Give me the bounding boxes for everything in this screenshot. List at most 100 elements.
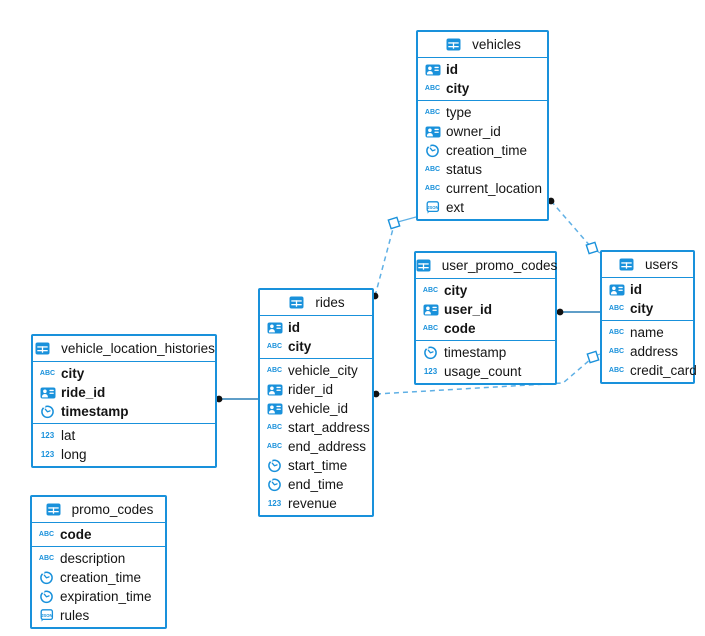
column-name: code <box>60 527 92 542</box>
column-row-city: ABC city <box>602 299 693 318</box>
clock-icon <box>38 404 57 419</box>
table-name: user_promo_codes <box>441 258 558 273</box>
relationship-line <box>374 224 395 297</box>
text-type-icon: ABC <box>265 367 284 374</box>
relationship-rides-users <box>372 350 601 398</box>
column-name: vehicle_id <box>288 401 349 416</box>
text-type-icon: ABC <box>421 325 440 332</box>
column-name: timestamp <box>61 404 129 419</box>
column-row-vehicle_id: vehicle_id <box>260 399 372 418</box>
column-row-description: ABC description <box>32 549 165 568</box>
table-name: promo_codes <box>71 502 154 517</box>
clock-icon <box>37 570 56 585</box>
column-name: description <box>60 551 126 566</box>
column-name: start_time <box>288 458 348 473</box>
column-row-expiration_time: expiration_time <box>32 587 165 606</box>
column-row-ride_id: ride_id <box>33 383 215 402</box>
text-type-icon: ABC <box>265 424 284 431</box>
column-row-city: ABC city <box>33 364 215 383</box>
column-row-timestamp: timestamp <box>416 343 555 362</box>
table-header-promo_codes[interactable]: promo_codes <box>32 497 165 523</box>
column-name: credit_card <box>630 363 697 378</box>
text-type-icon: ABC <box>37 555 56 562</box>
column-name: id <box>446 62 458 77</box>
table-icon <box>617 258 636 271</box>
svg-text:JSON: JSON <box>427 205 438 210</box>
text-abc-icon: ABC <box>39 370 56 377</box>
numeric-type-icon: 123 <box>38 450 57 459</box>
text-type-icon: ABC <box>421 287 440 294</box>
text-type-icon: ABC <box>423 166 442 173</box>
text-abc-icon: ABC <box>266 343 283 350</box>
relationship-vehicle_location_histories-rides <box>215 395 258 403</box>
table-header-vehicles[interactable]: vehicles <box>418 32 547 58</box>
column-row-id: id <box>418 60 547 79</box>
column-row-start_time: start_time <box>260 456 372 475</box>
column-name: owner_id <box>446 124 501 139</box>
table-header-user_promo_codes[interactable]: user_promo_codes <box>416 253 558 279</box>
column-name: name <box>630 325 664 340</box>
diamond-marker <box>586 350 600 364</box>
column-row-lat: 123 lat <box>33 426 215 445</box>
text-abc-icon: ABC <box>38 555 55 562</box>
table-header-vehicle_location_histories[interactable]: vehicle_location_histories <box>33 336 215 362</box>
table-header-rides[interactable]: rides <box>260 290 372 316</box>
text-abc-icon: ABC <box>422 287 439 294</box>
column-name: address <box>630 344 679 359</box>
column-row-owner_id: owner_id <box>418 122 547 141</box>
key-columns-section: ABC code <box>32 523 165 546</box>
id-card-icon <box>423 126 442 138</box>
key-columns-section: ABC city ride_id timestamp <box>33 362 215 423</box>
text-abc-icon: ABC <box>266 443 283 450</box>
column-row-credit_card: ABC credit_card <box>602 361 697 380</box>
column-row-timestamp: timestamp <box>33 402 215 421</box>
id-card-icon <box>607 284 626 296</box>
id-card-icon <box>38 387 57 399</box>
column-name: ride_id <box>61 385 106 400</box>
table-header-users[interactable]: users <box>602 252 693 278</box>
column-name: type <box>446 105 472 120</box>
text-abc-icon: ABC <box>422 325 439 332</box>
table-icon <box>287 296 306 309</box>
id-card-icon <box>423 64 442 76</box>
table-name: vehicles <box>472 37 521 52</box>
text-type-icon: ABC <box>607 305 626 312</box>
column-row-status: ABC status <box>418 160 547 179</box>
column-name: rider_id <box>288 382 334 397</box>
column-name: city <box>630 301 654 316</box>
table-icon <box>44 503 63 516</box>
text-abc-icon: ABC <box>266 424 283 431</box>
column-name: rules <box>60 608 90 623</box>
column-row-id: id <box>260 318 372 337</box>
column-name: status <box>446 162 483 177</box>
text-type-icon: ABC <box>607 367 626 374</box>
clock-icon <box>265 477 284 492</box>
text-abc-icon: ABC <box>38 531 55 538</box>
table-name: vehicle_location_histories <box>61 341 215 356</box>
column-name: end_time <box>288 477 344 492</box>
column-name: creation_time <box>60 570 142 585</box>
dot-marker <box>547 197 555 205</box>
column-row-rider_id: rider_id <box>260 380 372 399</box>
column-name: lat <box>61 428 76 443</box>
numeric-type-icon: 123 <box>38 431 57 440</box>
column-name: city <box>61 366 85 381</box>
dot-marker <box>372 390 380 398</box>
column-name: timestamp <box>444 345 507 360</box>
